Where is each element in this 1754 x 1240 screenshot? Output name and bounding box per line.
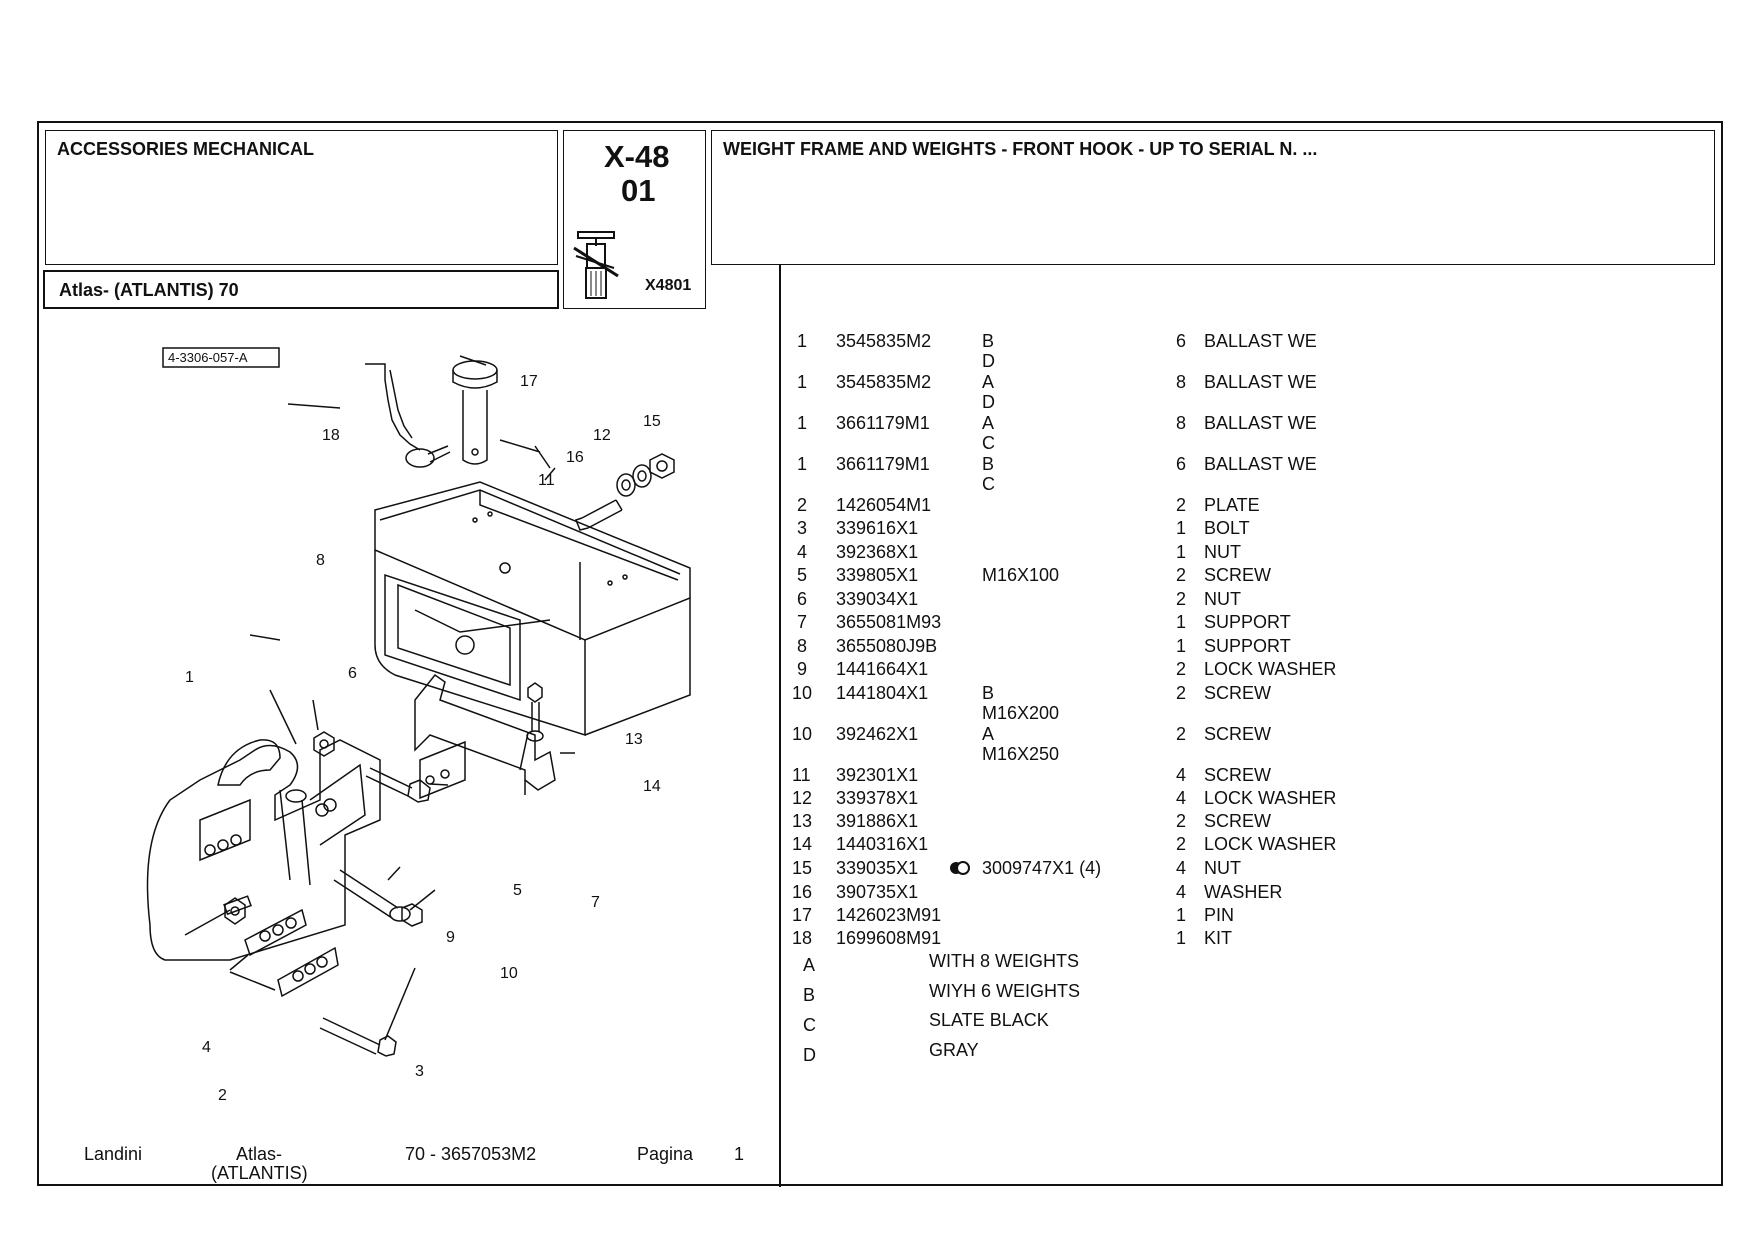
footer-model-line2: (ATLANTIS) (211, 1163, 308, 1183)
callout-16: 16 (566, 449, 584, 466)
callout-14: 14 (643, 778, 661, 795)
callout-11: 11 (538, 472, 555, 489)
footer-model-line1: Atlas- (236, 1144, 283, 1164)
callout-13: 13 (625, 731, 643, 748)
callout-5: 5 (513, 882, 522, 899)
callout-1: 1 (185, 669, 194, 686)
legend-text: GRAY (929, 1040, 979, 1060)
page-frame (37, 121, 1723, 1186)
legend-key: C (803, 1015, 816, 1035)
legend-text: SLATE BLACK (929, 1010, 1049, 1030)
callout-15: 15 (643, 413, 661, 430)
title-box: WEIGHT FRAME AND WEIGHTS - FRONT HOOK - … (711, 130, 1715, 265)
footer-page-number: 1 (734, 1144, 745, 1164)
category-box: ACCESSORIES MECHANICAL (45, 130, 558, 265)
legend-key: A (803, 955, 816, 975)
callout-3: 3 (415, 1063, 424, 1080)
legend-text: WIYH 6 WEIGHTS (929, 981, 1081, 1001)
callout-7: 7 (591, 894, 600, 911)
callout-8: 8 (316, 552, 325, 569)
page-title: WEIGHT FRAME AND WEIGHTS - FRONT HOOK - … (723, 139, 1318, 159)
footer-page-label: Pagina (637, 1144, 694, 1164)
callout-2: 2 (218, 1087, 227, 1104)
model-title: Atlas- (ATLANTIS) 70 (59, 280, 239, 300)
callout-10: 10 (500, 965, 518, 982)
replacement-icon (949, 860, 971, 880)
section-code: X-48 (604, 139, 670, 174)
section-subcode: 01 (621, 173, 656, 208)
exploded-diagram: 4-3306-057-A 1 2 3 4 5 6 7 8 9 10 11 12 … (146, 347, 691, 1104)
callout-12: 12 (593, 427, 611, 444)
pin-icon (573, 231, 619, 299)
footer-brand: Landini (84, 1144, 143, 1164)
callout-9: 9 (446, 929, 455, 946)
model-box: Atlas- (ATLANTIS) 70 (43, 270, 559, 309)
legend-text: WITH 8 WEIGHTS (929, 951, 1079, 971)
callout-18: 18 (322, 427, 340, 444)
legend-key: D (803, 1045, 816, 1065)
legend-key: B (803, 985, 816, 1005)
callout-4: 4 (202, 1039, 211, 1056)
code-box: X-48 01 X4801 (563, 130, 706, 309)
callout-17: 17 (520, 373, 538, 390)
section-code-small: X4801 (645, 277, 692, 294)
category-title: ACCESSORIES MECHANICAL (57, 139, 315, 159)
footer-doc-number: 70 - 3657053M2 (405, 1144, 537, 1164)
column-divider (779, 265, 781, 1187)
callout-6: 6 (348, 665, 357, 682)
diagram-ref-label: 4-3306-057-A (168, 350, 248, 365)
